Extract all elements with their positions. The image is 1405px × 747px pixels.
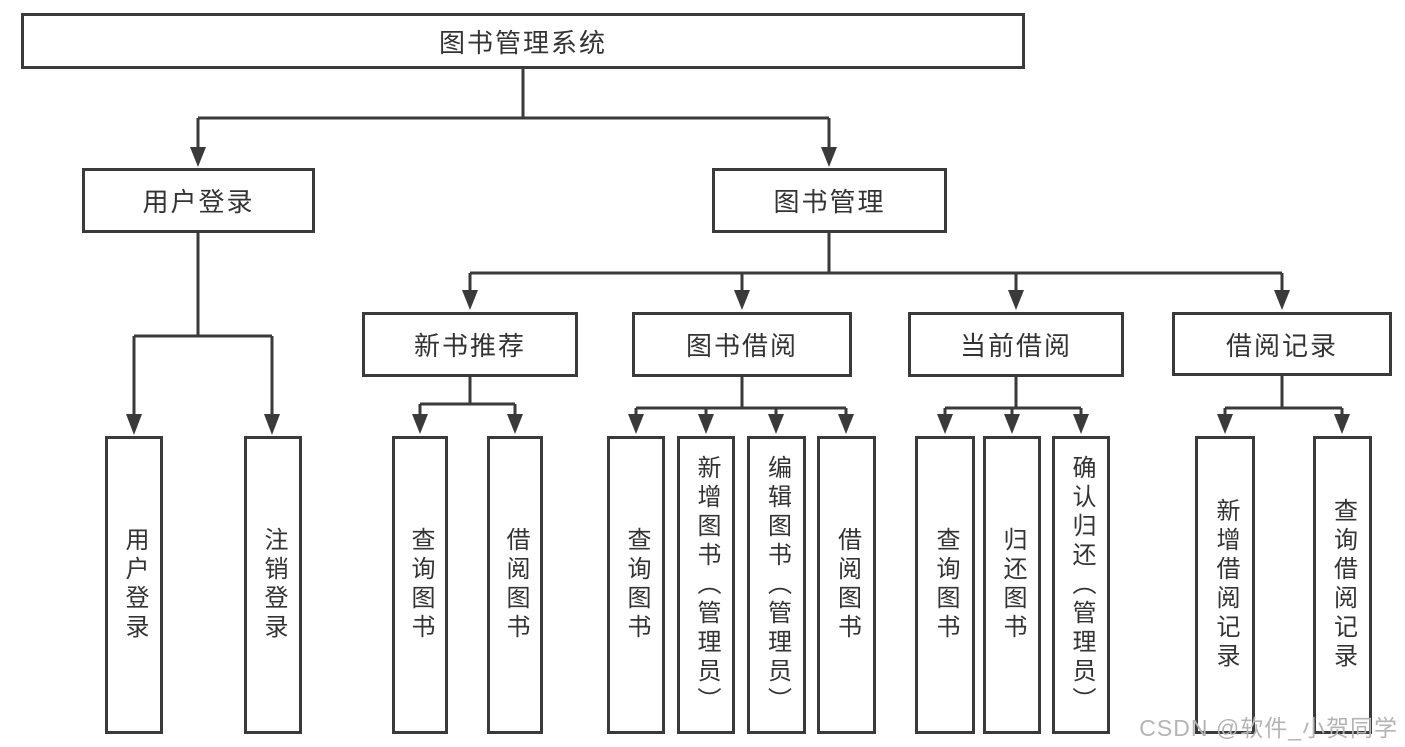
- leaf-query-books-current: 查询图书: [915, 436, 975, 734]
- node-label: 新增借阅记录: [1212, 498, 1239, 672]
- node-label: 查询图书: [623, 527, 650, 643]
- node-label: 查询图书: [407, 527, 434, 643]
- node-label: 用户登录: [121, 527, 148, 643]
- leaf-edit-book-admin: 编辑图书（管理员）: [747, 436, 806, 734]
- node-label: 查询借阅记录: [1329, 498, 1357, 672]
- node-label: 确认归还（管理员）: [1068, 454, 1095, 716]
- node-book-borrow: 图书借阅: [632, 312, 852, 377]
- leaf-add-borrow-record: 新增借阅记录: [1195, 436, 1255, 734]
- node-label: 编辑图书（管理员）: [763, 454, 791, 716]
- leaf-add-book-admin: 新增图书（管理员）: [677, 436, 735, 734]
- leaf-borrow-books: 借阅图书: [817, 436, 876, 734]
- node-label: 新书推荐: [413, 331, 526, 361]
- leaf-query-books-recommend: 查询图书: [392, 436, 448, 734]
- node-user-login: 用户登录: [82, 168, 315, 233]
- node-book-management: 图书管理: [712, 168, 947, 233]
- node-label: 图书借阅: [685, 331, 798, 361]
- node-label: 借阅图书: [502, 527, 529, 643]
- node-label: 用户登录: [142, 187, 255, 217]
- node-library-management-system: 图书管理系统: [21, 13, 1025, 69]
- leaf-return-book: 归还图书: [983, 436, 1041, 734]
- node-label: 查询图书: [932, 527, 959, 643]
- node-label: 图书管理: [773, 187, 886, 217]
- leaf-user-login: 用户登录: [105, 436, 163, 734]
- node-label: 当前借阅: [959, 331, 1072, 361]
- node-label: 借阅记录: [1225, 330, 1338, 361]
- leaf-borrow-books-recommend: 借阅图书: [487, 436, 543, 734]
- leaf-confirm-return-admin: 确认归还（管理员）: [1052, 436, 1110, 734]
- node-label: 归还图书: [999, 527, 1026, 643]
- leaf-logout: 注销登录: [244, 436, 302, 734]
- node-label: 借阅图书: [833, 527, 861, 643]
- node-borrow-records: 借阅记录: [1172, 312, 1392, 376]
- node-current-borrow: 当前借阅: [908, 312, 1124, 377]
- node-label: 图书管理系统: [438, 27, 607, 58]
- node-label: 注销登录: [260, 527, 287, 643]
- node-new-book-recommend: 新书推荐: [362, 312, 578, 377]
- node-label: 新增图书（管理员）: [693, 454, 720, 716]
- leaf-query-borrow-record: 查询借阅记录: [1313, 436, 1372, 734]
- leaf-query-books-borrow: 查询图书: [607, 436, 665, 734]
- csdn-watermark: CSDN @软件_小贺同学: [1139, 715, 1398, 741]
